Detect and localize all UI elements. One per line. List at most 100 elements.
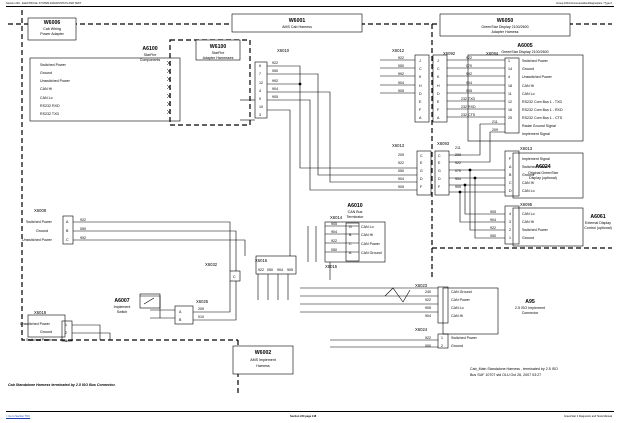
x6092-pin-letter: E (437, 100, 440, 104)
x6014-wire: 904 (331, 230, 337, 234)
x6016-wire: 905 (287, 268, 293, 272)
w6006-id: W6006 (44, 20, 61, 26)
x6095-wire: 050 (490, 234, 496, 238)
x6094-wire: 232 RXD (461, 105, 476, 109)
x6093-wire: 209 (455, 153, 461, 157)
w6100-id: W6100 (210, 44, 227, 50)
x6008-wire: 922 (80, 218, 86, 222)
a6100-pin: Switched Power (40, 63, 67, 67)
x6094-wire: 922 (466, 56, 472, 60)
a6010-pin-letter: B (349, 233, 352, 237)
a6007-line1: Implement (114, 305, 131, 309)
x6013-wire: 050 (398, 169, 404, 173)
a6100-pin: Ground (40, 71, 52, 75)
x6094-wire: 209 (492, 128, 498, 132)
x6010-wire: 050 (272, 69, 278, 73)
x6012-wire: 905 (398, 89, 404, 93)
x6095-label: X6095 (520, 202, 533, 207)
x6032-pin-letter: C (233, 275, 236, 279)
a6024-pin-letter: F (509, 157, 512, 161)
a6061-pin-number: 4 (509, 212, 511, 216)
a6010-pin-letter: C (349, 242, 352, 246)
a6024-pin-letter: A (509, 165, 512, 169)
a6024-pin-letter: D (509, 189, 512, 193)
a6100-pin: CAN Hi (40, 87, 52, 91)
x6094-wire: 904 (466, 81, 472, 85)
a6005-pin: CAN Hi (522, 84, 534, 88)
x6013-pin-letter: G (420, 169, 423, 173)
w6002-line2: Harness (256, 364, 270, 368)
x6012-label: X6012 (392, 48, 405, 53)
page-number: Section 240 page 148 (290, 415, 317, 418)
a6005-pin: Unswitched Power (522, 75, 553, 79)
x6024-wire: 922 (425, 336, 431, 340)
x6094-wire: 992 (466, 72, 472, 76)
w6100-line2: Adapter Harnesses (203, 56, 234, 60)
w6050-line1: GreenStar Display 2100/2600 (481, 25, 528, 29)
x6008-wire: 992 (80, 236, 86, 240)
a6005-line1: GreenStar Display 2100/2600 (501, 50, 548, 54)
x6014-wire: 905 (331, 222, 337, 226)
w6050-id: W6050 (497, 18, 514, 24)
a6005-pin: Ground (522, 67, 534, 71)
a6007-line2: Switch (117, 310, 128, 314)
x6010-wire: 992 (272, 79, 278, 83)
x6093-wire: 070 (455, 169, 461, 173)
a6010-pin-letter: A (349, 251, 352, 255)
a6005-pin: CAN Lo (522, 92, 535, 96)
page-header-right: Group 1001 Documentation/Diagnostics / T… (556, 2, 612, 5)
x6093-pin-letter: G (438, 169, 441, 173)
a6005-pin-number: 25 (508, 116, 512, 120)
x6012-pin-letter: E (419, 100, 422, 104)
a6061-pin: CAN Hi (522, 220, 534, 224)
x6016-wire: 904 (277, 268, 283, 272)
x6008-pin-letter: A (66, 220, 69, 224)
credit-line-1: Cab_Main Standalone Harness , terminated… (470, 367, 558, 371)
x6092-pin-letter: H (437, 84, 440, 88)
a6024-pin: CAN Hi (522, 181, 534, 185)
section-toc-link[interactable]: < Go to Section TOC (6, 415, 31, 418)
x6092-pin-letter: A (437, 116, 440, 120)
x6012-wire: 904 (398, 81, 404, 85)
a6061-pin-number: 1 (509, 236, 511, 240)
x6094-wire: 905 (466, 89, 472, 93)
x6019-pin-number: 2 (65, 331, 67, 335)
a6010-id: A6010 (347, 203, 362, 209)
a95-pin: CAN Power (451, 298, 471, 302)
x6093-pin-letter: E (438, 161, 441, 165)
x6012-pin-letter: A (419, 116, 422, 120)
a6024-pin: Ground (522, 173, 534, 177)
a6100-pin: RS232 RXD (40, 104, 60, 108)
a6100-pin: Unswitched Power (40, 79, 71, 83)
x6025-label: X6025 (196, 299, 209, 304)
a95-line1: 2.5 ISO Implement (515, 306, 545, 310)
x6010-pin-number: 6 (259, 64, 261, 68)
a6010-pin: CAN Hi (361, 233, 373, 237)
x6008-label: X6008 (34, 208, 47, 213)
a6024-pin: CAN Lo (522, 189, 535, 193)
w6050-line2: Adapter Harness (492, 30, 519, 34)
x6019-pin-number: 1 (65, 323, 67, 327)
a6024-pin: Implement Signal (522, 157, 550, 161)
x6008-pin: Switched Power (26, 220, 53, 224)
x6023-wire: 240 (425, 290, 431, 294)
x6012-wire: 922 (398, 56, 404, 60)
x6016-wire: 050 (267, 268, 273, 272)
x6010-pin-number: 10 (259, 105, 263, 109)
x6025-pin-letter: B (179, 318, 182, 322)
x6094-wire: 070 (466, 64, 472, 68)
x6014-label: X6014 (330, 215, 343, 220)
x6013-pin-letter: D (420, 177, 423, 181)
x6025-pin-letter: A (179, 310, 182, 314)
x6013-pin-letter: F (420, 185, 423, 189)
x6019-pin-number: 3 (65, 339, 67, 343)
w6001-id: W6001 (289, 18, 306, 24)
x6010-pin-number: 9 (259, 97, 261, 101)
a6005-pin-number: 18 (508, 84, 512, 88)
credit-line-2: Bus SUF 10707 std OLU Oct 26, 2007 03:27 (470, 373, 541, 377)
a6061-pin: Ground (522, 236, 534, 240)
a6010-pin: CAN Power (361, 242, 381, 246)
x6010-label: X6010 (277, 48, 290, 53)
x6024-label: X6024 (415, 327, 428, 332)
x6013-top-wire: 211 (455, 146, 461, 150)
